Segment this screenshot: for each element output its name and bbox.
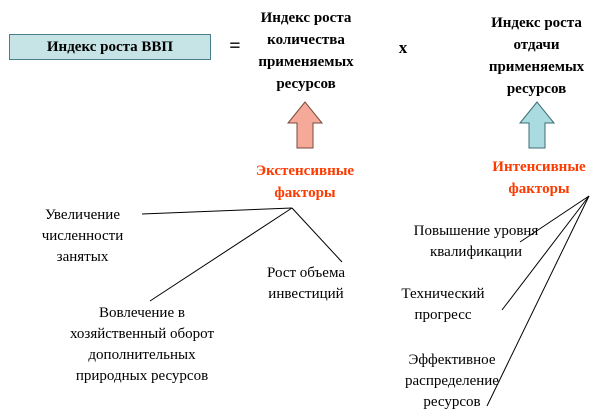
label-line: Индекс роста <box>260 10 352 26</box>
connector-line <box>486 195 590 407</box>
connector-line <box>519 195 590 243</box>
connector-line <box>141 207 293 215</box>
connector-line <box>501 195 590 311</box>
item-line: прогресс <box>414 307 472 323</box>
intensive-factors-title: Интенсивные факторы <box>472 156 606 200</box>
intensive-item-resource-allocation: Эффективное распределение ресурсов <box>392 350 512 413</box>
item-line: дополнительных <box>88 347 196 363</box>
extensive-item-natural-resources: Вовлечение в хозяйственный оборот дополн… <box>52 303 232 387</box>
extensive-item-investment: Рост объема инвестиций <box>250 263 362 305</box>
connector-line <box>291 207 343 263</box>
gdp-index-box: Индекс роста ВВП <box>9 34 211 60</box>
label-line: количества <box>267 32 345 48</box>
title-line: факторы <box>508 181 570 197</box>
extensive-factors-title: Экстенсивные факторы <box>221 160 389 204</box>
intensive-arrow <box>518 101 556 149</box>
label-line: Индекс роста <box>491 15 582 31</box>
extensive-item-employment: Увеличение численности занятых <box>25 205 140 268</box>
item-line: Рост объема <box>266 265 346 281</box>
item-line: занятых <box>56 249 109 265</box>
connector-line <box>149 207 293 302</box>
item-line: Увеличение <box>44 207 120 223</box>
equals-sign: = <box>229 35 241 57</box>
label-line: применяемых <box>258 54 354 70</box>
title-line: факторы <box>274 185 336 201</box>
item-line: инвестиций <box>268 286 344 302</box>
item-line: распределение <box>405 373 499 389</box>
item-line: численности <box>41 228 124 244</box>
label-line: ресурсов <box>506 81 567 97</box>
label-line: применяемых <box>488 59 585 75</box>
efficiency-index-label: Индекс роста отдачи применяемых ресурсов <box>474 12 599 100</box>
title-line: Интенсивные <box>492 159 586 175</box>
label-line: ресурсов <box>276 76 336 92</box>
item-line: Повышение уровня <box>413 223 539 239</box>
intensive-item-qualification: Повышение уровня квалификации <box>393 221 559 263</box>
item-line: Эффективное <box>408 352 496 368</box>
title-line: Экстенсивные <box>255 163 355 179</box>
multiply-sign: х <box>398 38 408 57</box>
gdp-index-label: Индекс роста ВВП <box>46 38 174 55</box>
extensive-arrow <box>286 101 324 149</box>
item-line: Вовлечение в <box>99 305 185 321</box>
item-line: хозяйственный оборот <box>69 326 215 342</box>
label-line: отдачи <box>513 37 560 53</box>
item-line: ресурсов <box>423 394 481 410</box>
intensive-item-technical-progress: Технический прогресс <box>394 284 492 326</box>
item-line: Технический <box>401 286 485 302</box>
quantity-index-label: Индекс роста количества применяемых ресу… <box>246 7 366 95</box>
item-line: квалификации <box>429 244 523 260</box>
item-line: природных ресурсов <box>75 368 209 384</box>
